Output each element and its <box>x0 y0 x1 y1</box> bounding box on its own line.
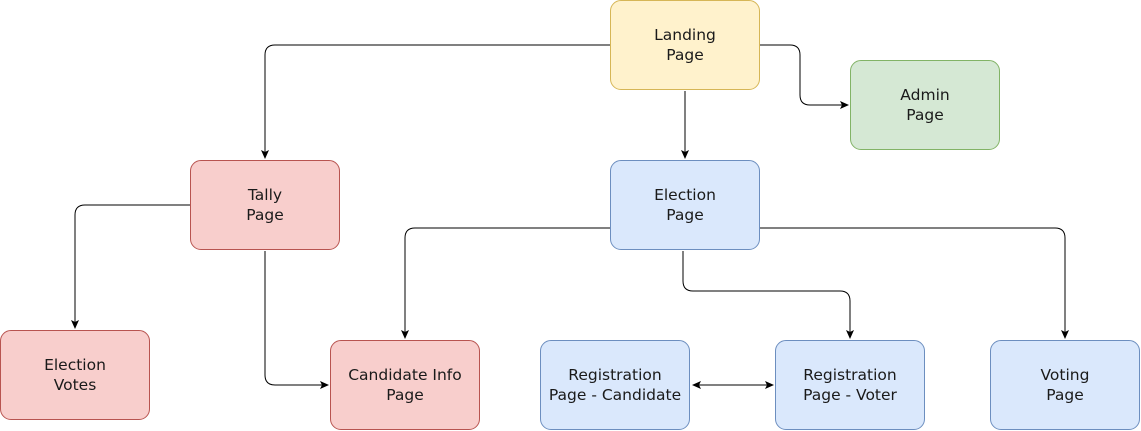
node-label: Admin <box>900 86 950 104</box>
edge-landing-to-tally <box>261 44 610 159</box>
node-label: Registration <box>568 366 662 384</box>
node-label: Landing <box>654 26 716 44</box>
edge-landing-to-admin <box>760 44 849 109</box>
node-label: Page - Voter <box>803 386 897 404</box>
edge-election-to-reg-voter <box>682 251 854 339</box>
edge-tally-to-election-votes <box>71 204 190 329</box>
node-label: Registration <box>803 366 897 384</box>
edge-election-to-voting <box>760 227 1069 339</box>
node-label: Votes <box>53 376 97 394</box>
node-label: Page <box>1046 386 1084 404</box>
node-label: Page - Candidate <box>548 386 682 404</box>
node-label: Election <box>654 186 716 204</box>
node-label: Page <box>666 206 704 224</box>
node-label: Candidate Info <box>348 366 462 384</box>
edge-election-to-candidate-info <box>401 227 610 339</box>
node-label: Page <box>666 46 704 64</box>
edge-tally-to-candidate-info <box>264 251 329 389</box>
node-label: Tally <box>247 186 283 204</box>
node-label: Election <box>44 356 106 374</box>
node-label: Page <box>246 206 284 224</box>
node-label: Voting <box>1040 366 1090 384</box>
node-label: Page <box>906 106 944 124</box>
node-label: Page <box>386 386 424 404</box>
